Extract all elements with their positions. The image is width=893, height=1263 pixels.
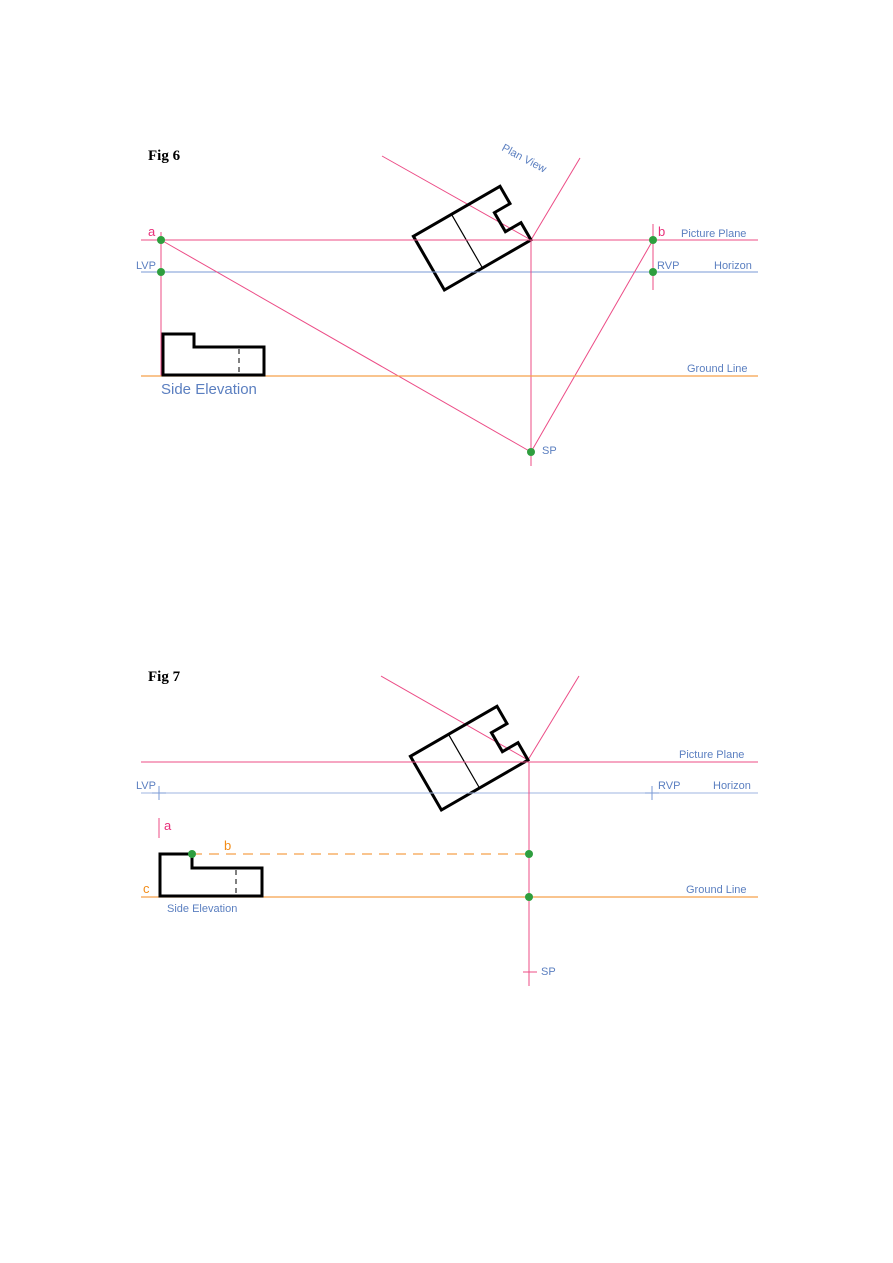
fig7-point-b bbox=[188, 850, 196, 858]
fig6-title: Fig 6 bbox=[148, 148, 181, 164]
fig7-title: Fig 7 bbox=[148, 669, 181, 685]
fig6-side-elevation-label: Side Elevation bbox=[161, 381, 257, 398]
fig7-lvp-label: LVP bbox=[136, 780, 156, 792]
fig6-lvp-point bbox=[157, 268, 165, 276]
fig7-ground-line-label: Ground Line bbox=[686, 884, 747, 896]
fig7-point-c-label: c bbox=[143, 881, 150, 896]
fig7-plan-view-shape bbox=[408, 704, 531, 813]
fig6-point-b bbox=[649, 236, 657, 244]
fig6-point-b-label: b bbox=[658, 224, 665, 239]
fig6-point-a-label: a bbox=[148, 224, 156, 239]
fig7-horizon-label: Horizon bbox=[713, 780, 751, 792]
figure-6: Fig 6 Plan View a b Picture Plane LVP RV… bbox=[136, 142, 758, 466]
fig6-sightline-b bbox=[530, 239, 654, 453]
fig6-side-elevation-shape bbox=[161, 332, 266, 377]
fig6-sightline-a bbox=[160, 239, 532, 453]
fig7-side-elevation-shape bbox=[158, 852, 264, 898]
fig6-plan-left-ray bbox=[381, 155, 532, 241]
fig7-rvp-cross bbox=[645, 786, 659, 800]
fig7-picture-plane-label: Picture Plane bbox=[679, 749, 744, 761]
fig7-plan-left-ray bbox=[380, 675, 529, 761]
fig7-height-point bbox=[525, 850, 533, 858]
fig6-rvp-point bbox=[649, 268, 657, 276]
fig6-horizon-label: Horizon bbox=[714, 260, 752, 272]
fig6-plan-view-label: Plan View bbox=[500, 142, 549, 175]
fig6-ground-line-label: Ground Line bbox=[687, 363, 748, 375]
fig7-lvp-cross bbox=[152, 786, 166, 800]
fig6-picture-plane-label: Picture Plane bbox=[681, 228, 746, 240]
fig7-point-a-label: a bbox=[164, 818, 172, 833]
fig6-lvp-label: LVP bbox=[136, 260, 156, 272]
fig7-point-b-label: b bbox=[224, 838, 231, 853]
fig6-sp-label: SP bbox=[542, 445, 557, 457]
fig6-plan-view-shape bbox=[411, 184, 534, 293]
fig6-sp-point bbox=[527, 448, 535, 456]
fig7-plan-right-ray bbox=[527, 675, 580, 761]
fig6-plan-right-ray bbox=[530, 157, 581, 241]
figure-7: Fig 7 Picture Plane LVP RVP Horizon a bbox=[136, 669, 758, 986]
fig7-side-elevation-label: Side Elevation bbox=[167, 903, 237, 915]
fig7-sp-label: SP bbox=[541, 966, 556, 978]
fig6-point-a bbox=[157, 236, 165, 244]
fig7-ground-point bbox=[525, 893, 533, 901]
fig6-rvp-label: RVP bbox=[657, 260, 679, 272]
fig7-rvp-label: RVP bbox=[658, 780, 680, 792]
